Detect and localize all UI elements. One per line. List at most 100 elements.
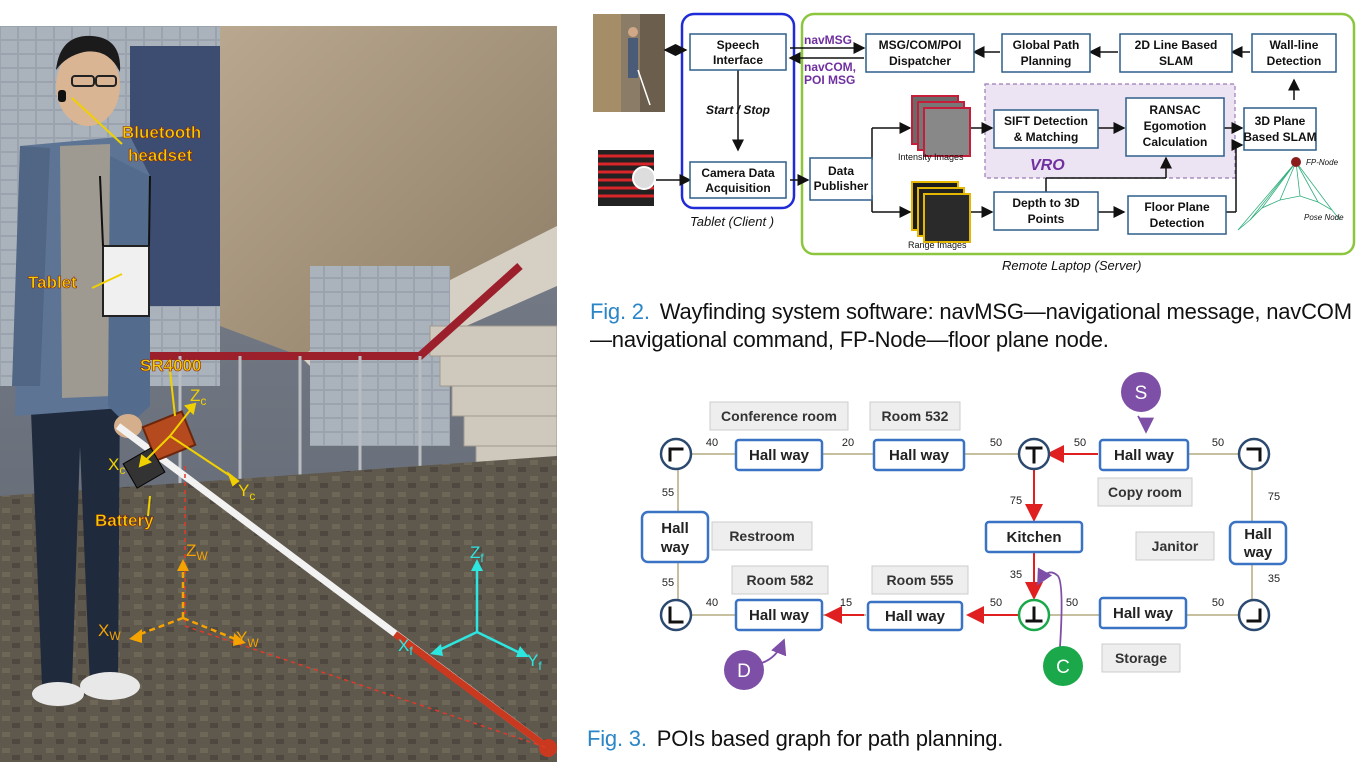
fig3-number: Fig. 3.	[587, 726, 647, 751]
weight-label: 50	[990, 597, 1002, 609]
intensity-label: Intensity Images	[898, 152, 964, 162]
wall-line-line2: Detection	[1267, 54, 1322, 68]
room-555-label: Room 555	[887, 572, 954, 588]
weight-label: 55	[662, 577, 674, 589]
hallway-right-line2: way	[1243, 544, 1273, 561]
pose-graph-icon	[1237, 161, 1341, 231]
headset-label: headset	[128, 146, 193, 165]
ransac-line2: Egomotion	[1144, 119, 1207, 133]
corner-node-bottom-right	[1237, 598, 1271, 632]
corner-node-top-right	[1237, 437, 1271, 471]
axis-yc: Yc	[238, 481, 255, 503]
corner-node-top-left	[659, 437, 693, 471]
weight-label: 20	[842, 437, 854, 449]
pose-node-label: Pose Node	[1304, 213, 1344, 222]
axis-xw: XW	[98, 621, 121, 643]
fig2-caption-text: Wayfinding system software: navMSG—navig…	[590, 299, 1352, 352]
camera-icon	[598, 150, 656, 206]
current-marker	[1043, 646, 1083, 686]
axis-yf: Yf	[527, 651, 542, 673]
hallway-bottom-3: Hall way	[1113, 605, 1174, 622]
navmsg-label: navMSG	[804, 33, 852, 47]
weight-label: 15	[840, 597, 852, 609]
speech-interface-block: Speech	[717, 38, 760, 52]
floor-plane-line2: Detection	[1150, 216, 1205, 230]
restroom-label: Restroom	[729, 528, 794, 544]
conference-room-label: Conference room	[721, 408, 837, 424]
sensor-label: SR4000	[140, 356, 201, 375]
axis-zw: ZW	[186, 541, 208, 563]
poimsg-label: POI MSG	[804, 73, 855, 87]
battery-label: Battery	[95, 511, 154, 530]
hallway-left: Hall	[661, 520, 689, 537]
fp-node-label: FP-Node	[1306, 158, 1339, 167]
camera-acquisition-line2: Acquisition	[705, 181, 770, 195]
axis-zf: Zf	[470, 543, 484, 565]
current-marker-label: C	[1056, 657, 1070, 678]
hallway-right: Hall	[1244, 526, 1272, 543]
hallway-bottom-2: Hall way	[885, 608, 946, 625]
weight-label: 35	[1268, 573, 1280, 585]
axis-yw: YW	[236, 628, 259, 650]
room-532-label: Room 532	[882, 408, 949, 424]
fig3-caption-text: POIs based graph for path planning.	[656, 726, 1004, 751]
data-publisher-line2: Publisher	[814, 179, 869, 193]
weight-label: 50	[1066, 597, 1078, 609]
slam-3d-block: 3D Plane	[1255, 114, 1306, 128]
ransac-block: RANSAC	[1149, 103, 1201, 117]
hallway-top-3: Hall way	[1114, 447, 1175, 464]
vro-label: VRO	[1030, 157, 1065, 174]
dispatcher-line2: Dispatcher	[889, 54, 951, 68]
ransac-line3: Calculation	[1143, 135, 1208, 149]
hallway-top-1: Hall way	[749, 447, 810, 464]
client-container	[680, 12, 796, 210]
speech-interface-line2: Interface	[713, 53, 763, 67]
weight-label: 50	[1212, 597, 1224, 609]
sift-block: SIFT Detection	[1004, 114, 1088, 128]
path-graph: Conference room Room 532 Copy room Restr…	[640, 372, 1288, 690]
slam-2d-line2: SLAM	[1159, 54, 1193, 68]
tablet-label: Tablet	[28, 273, 77, 292]
start-marker-label: S	[1135, 383, 1148, 404]
fig3-caption: Fig. 3. POIs based graph for path plannin…	[587, 725, 1357, 753]
global-path-block: Global Path	[1013, 38, 1080, 52]
server-label: Remote Laptop (Server)	[1002, 258, 1141, 273]
copy-room-label: Copy room	[1108, 484, 1182, 500]
weight-label: 40	[706, 597, 718, 609]
weight-label: 35	[1010, 569, 1022, 581]
floor-plane-block: Floor Plane	[1144, 200, 1210, 214]
user-photo: Bluetooth headset Tablet SR4000 Battery …	[0, 26, 557, 762]
navcom-label: navCOM,	[804, 60, 856, 74]
fig2-caption: Fig. 2.Wayfinding system software: navMS…	[590, 298, 1360, 354]
weight-label: 55	[662, 487, 674, 499]
hallway-left-line2: way	[660, 539, 690, 556]
camera-acquisition-block: Camera Data	[701, 166, 775, 180]
slam-3d-line2: Based SLAM	[1243, 130, 1316, 144]
janitor-label: Janitor	[1152, 538, 1199, 554]
destination-marker-label: D	[737, 661, 751, 682]
room-582-label: Room 582	[747, 572, 814, 588]
user-thumbnail	[593, 14, 665, 112]
start-marker	[1121, 372, 1161, 412]
range-label: Range Images	[908, 240, 967, 250]
axis-xf: Xf	[398, 636, 413, 658]
fig2-number: Fig. 2.	[590, 299, 650, 324]
storage-label: Storage	[1115, 650, 1167, 666]
weight-label: 50	[1212, 437, 1224, 449]
depth-block: Depth to 3D	[1012, 196, 1080, 210]
client-label: Tablet (Client )	[690, 214, 774, 229]
axis-xc: Xc	[108, 455, 125, 477]
intensity-images	[911, 95, 971, 157]
bluetooth-label: Bluetooth	[122, 123, 201, 142]
weight-label: 50	[990, 437, 1002, 449]
weight-label: 40	[706, 437, 718, 449]
global-path-line2: Planning	[1021, 54, 1072, 68]
slam-2d-block: 2D Line Based	[1135, 38, 1218, 52]
hallway-top-2: Hall way	[889, 447, 950, 464]
server-container	[800, 12, 1356, 256]
data-publisher-block: Data	[828, 164, 854, 178]
destination-marker	[724, 650, 764, 690]
depth-line2: Points	[1028, 212, 1065, 226]
range-images	[911, 181, 971, 243]
dispatcher-block: MSG/COM/POI	[879, 38, 962, 52]
